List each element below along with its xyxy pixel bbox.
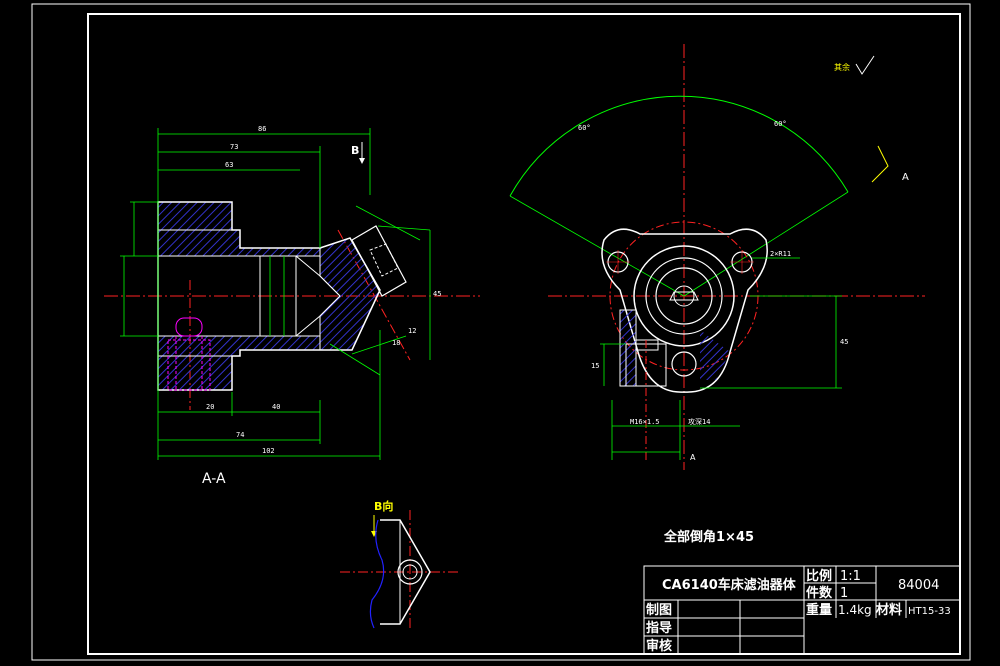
section-dimensions <box>120 128 431 460</box>
part-name: CA6140车床滤油器体 <box>662 577 797 593</box>
dim-63: 63 <box>225 161 233 169</box>
outer-frame <box>31 3 971 661</box>
svg-text:A: A <box>690 453 696 462</box>
angle-right: 60° <box>774 120 787 128</box>
scale-value: 1:1 <box>840 569 861 584</box>
hatch-mid-upper <box>157 229 321 257</box>
b-view-break <box>369 519 385 629</box>
callout-holes: 2×R11 <box>770 250 791 258</box>
drawing-number: 84004 <box>898 578 939 593</box>
b-view: B向 <box>340 499 460 630</box>
inclined-boss <box>351 225 407 297</box>
count-value: 1 <box>840 586 848 601</box>
hatch-lower <box>157 335 321 357</box>
chamfer-note: 全部倒角1×45 <box>663 529 754 545</box>
dim-12: 12 <box>408 327 416 335</box>
count-label: 件数 <box>806 585 833 601</box>
dim-45: 45 <box>433 290 441 298</box>
section-label: A-A <box>202 471 226 487</box>
front-dim-15: 15 <box>591 362 599 370</box>
drawn-label: 制图 <box>646 602 672 618</box>
b-view-body <box>380 519 431 625</box>
hatch-bottom <box>157 355 233 391</box>
section-view: 86 73 63 20 40 74 102 45 18 12 B A-A <box>104 125 480 487</box>
front-view: 60° 60° <box>509 44 925 470</box>
surface-finish: 其余 <box>834 55 875 75</box>
front-dim-45: 45 <box>840 338 848 346</box>
inner-frame <box>87 13 961 655</box>
hatch-right <box>319 237 381 351</box>
angle-left: 60° <box>578 124 591 132</box>
svg-text:A: A <box>902 172 909 183</box>
angle-arc <box>509 95 849 197</box>
b-view-label: B向 <box>374 499 393 513</box>
weight-value: 1.4kg <box>838 603 872 617</box>
dim-20: 20 <box>206 403 214 411</box>
view-b-marker: B <box>351 144 359 157</box>
hidden-bolt-hole <box>167 317 211 391</box>
dim-86: 86 <box>258 125 266 133</box>
front-hatch <box>619 309 637 387</box>
svg-text:其余: 其余 <box>834 62 850 72</box>
hole-bottom <box>671 351 697 377</box>
guide-label: 指导 <box>646 620 672 636</box>
hatch-upper <box>157 201 233 231</box>
dim-73: 73 <box>230 143 238 151</box>
material-value: HT15-33 <box>908 606 951 617</box>
body-outline <box>157 201 381 391</box>
dim-40: 40 <box>272 403 280 411</box>
title-block <box>643 565 961 655</box>
weight-label: 重量 <box>806 602 832 618</box>
thread-callout: M16×1.5 <box>630 418 660 426</box>
dim-74: 74 <box>236 431 244 439</box>
scale-label: 比例 <box>806 568 832 584</box>
dim-18: 18 <box>392 339 400 347</box>
review-label: 审核 <box>646 638 672 654</box>
material-label: 材料 <box>876 602 902 618</box>
depth-callout: 攻深14 <box>688 417 710 426</box>
section-marker-a: A A <box>690 145 909 462</box>
dim-102: 102 <box>262 447 275 455</box>
